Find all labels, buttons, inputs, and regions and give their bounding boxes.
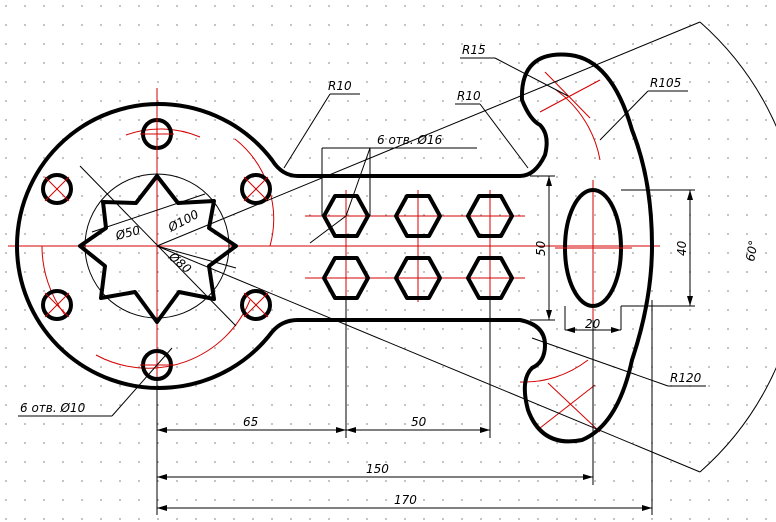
hex-hole xyxy=(394,194,442,238)
label-dim-170: 170 xyxy=(394,493,417,507)
bottom-lobe-axis-1 xyxy=(547,382,601,433)
bolt-circle-arc-4 xyxy=(95,299,251,369)
label-r15: R15 xyxy=(462,43,486,57)
label-d50: Ø50 xyxy=(113,223,142,243)
dimension-arrows xyxy=(157,176,693,511)
r105-arc-top xyxy=(555,89,601,161)
label-dim-20: 20 xyxy=(585,317,601,331)
label-dim-50-horizontal: 50 xyxy=(411,415,427,429)
label-angle-60: 60° xyxy=(743,239,760,262)
bolt-circle-arc-2 xyxy=(125,128,201,138)
bolt-hole xyxy=(41,173,73,205)
hex-hole xyxy=(322,194,370,238)
dimension-lines xyxy=(18,21,776,515)
label-dim-50-vertical: 50 xyxy=(534,240,548,256)
label-r10-right: R10 xyxy=(457,89,481,103)
part-outer-contour xyxy=(15,52,654,444)
hex-hole xyxy=(322,256,370,300)
bolt-hole xyxy=(41,289,73,321)
hex-holes xyxy=(322,194,514,300)
axis-lines xyxy=(8,71,660,433)
label-r120: R120 xyxy=(670,371,702,385)
hex-hole xyxy=(466,256,514,300)
bottom-lobe-axis-2 xyxy=(539,384,596,429)
label-dim-40-vertical: 40 xyxy=(675,240,689,256)
hex-hole xyxy=(394,256,442,300)
label-r105: R105 xyxy=(650,76,681,90)
label-dim-65: 65 xyxy=(243,415,258,429)
label-hex-holes: 6 отв. Ø16 xyxy=(377,133,443,147)
bolt-hole xyxy=(240,289,272,321)
label-bolt-holes: 6 отв. Ø10 xyxy=(20,401,86,415)
label-r10-left: R10 xyxy=(328,79,352,93)
bolt-hole xyxy=(240,173,272,205)
hex-hole xyxy=(466,194,514,238)
circle-d100 xyxy=(84,173,230,319)
central-star-cutout xyxy=(78,174,238,324)
label-dim-150: 150 xyxy=(366,462,389,476)
top-lobe-axis-1 xyxy=(544,71,591,119)
top-lobe-axis-2 xyxy=(539,79,601,113)
